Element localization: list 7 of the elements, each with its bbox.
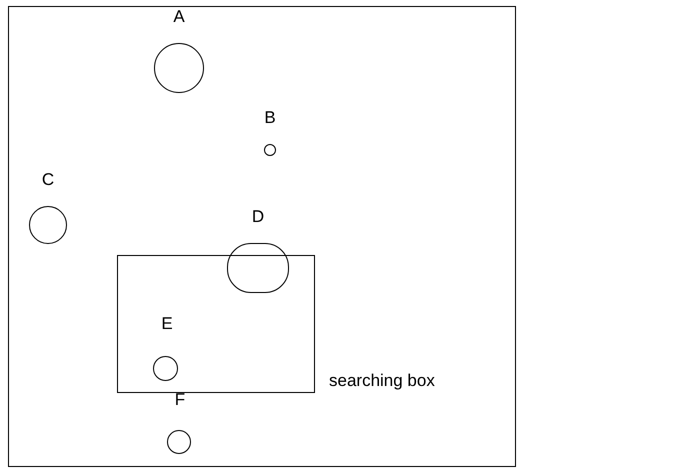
circle-label: A	[173, 7, 185, 27]
circle-label: F	[174, 390, 186, 410]
circle-label: E	[161, 314, 173, 334]
circle-label: B	[264, 108, 276, 128]
circle-label: C	[42, 170, 54, 190]
box-label: searching box	[329, 371, 435, 391]
circle-label: D	[252, 207, 264, 227]
